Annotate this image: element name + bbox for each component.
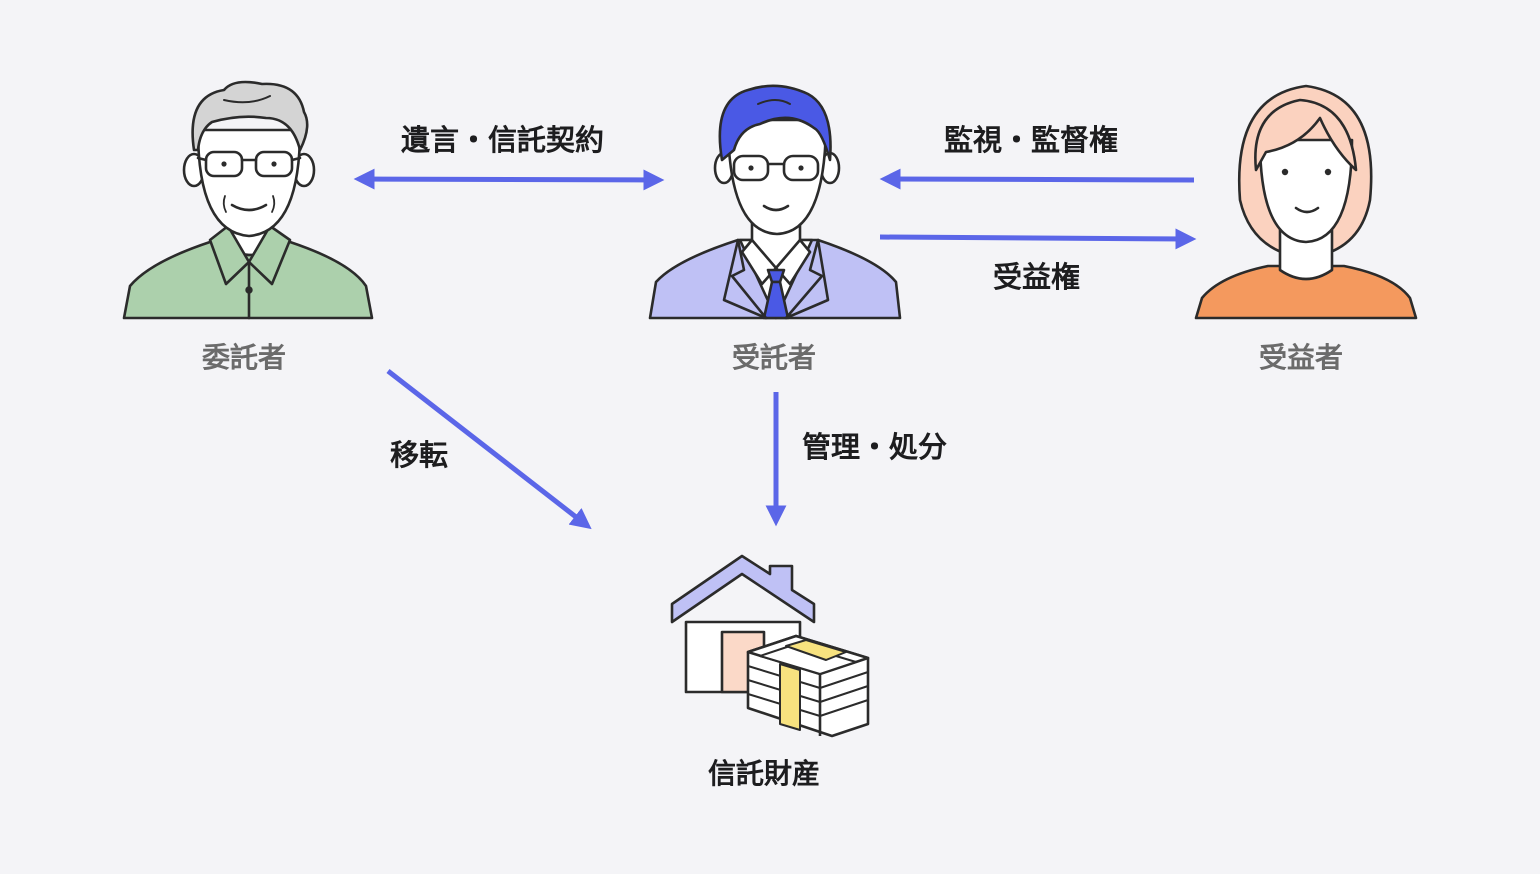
supervision-arrow	[879, 168, 1195, 190]
transfer-label: 移転	[390, 438, 449, 472]
management-label: 管理・処分	[802, 430, 948, 464]
trustee-label: 受託者	[732, 341, 817, 374]
settlor-illustration	[122, 80, 374, 320]
contract-arrow	[353, 168, 665, 191]
trust-asset-label: 信託財産	[708, 757, 821, 790]
settlor-label: 委託者	[202, 341, 287, 374]
money-stack	[746, 634, 870, 738]
transfer-arrow	[386, 369, 592, 530]
supervision-label: 監視・監督権	[944, 123, 1119, 157]
trustee-illustration	[648, 84, 902, 320]
beneficiary-label: 受益者	[1259, 341, 1344, 374]
contract-label: 遺言・信託契約	[401, 123, 605, 157]
trust-asset-illustration	[670, 554, 870, 738]
beneficial-interest-label: 受益権	[993, 260, 1081, 294]
beneficiary-illustration	[1194, 84, 1418, 320]
relation-arrows	[353, 168, 1197, 530]
beneficial-interest-arrow	[879, 228, 1197, 250]
